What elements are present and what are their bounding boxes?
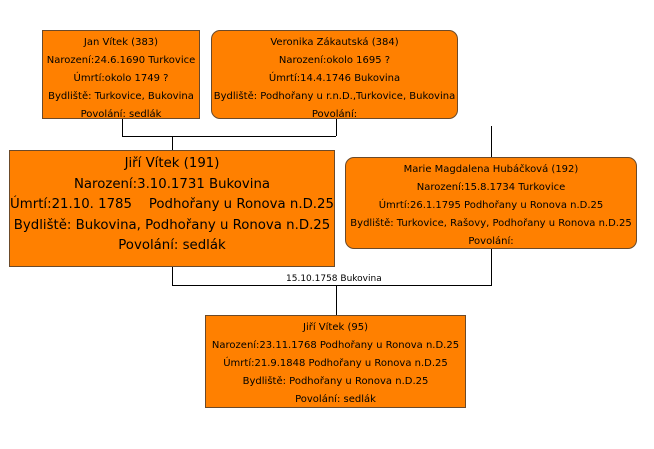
person-name: Veronika Zákautská (384) <box>270 37 399 48</box>
person-box-marie-magdalena-hubackova[interactable]: Marie Magdalena Hubáčková (192) Narození… <box>345 157 637 249</box>
person-residence: Bydliště: Turkovice, Rašovy, Podhořany u… <box>350 218 632 229</box>
person-occupation: Povolání: sedlák <box>118 238 226 253</box>
person-birth: Narození:okolo 1695 ? <box>278 55 391 66</box>
person-occupation: Povolání: <box>468 236 514 247</box>
person-name: Jiří Vítek (191) <box>124 156 220 171</box>
person-death: Úmrtí:26.1.1795 Podhořany u Ronova n.D.2… <box>378 200 604 211</box>
parents-connector-horizontal <box>172 285 492 286</box>
grandparents-connector-horizontal <box>122 136 336 137</box>
person-name: Jiří Vítek (95) <box>303 322 368 333</box>
grandmother-connector-vertical <box>336 118 337 136</box>
person-death: Úmrtí:21.10. 1785 Podhořany u Ronova n.D… <box>10 197 334 212</box>
person-birth: Narození:3.10.1731 Bukovina <box>73 176 271 192</box>
parents-to-child-connector <box>336 285 337 315</box>
person-occupation: Povolání: sedlák <box>80 109 162 120</box>
mother-connector-vertical <box>491 249 492 285</box>
grandfather-connector-vertical <box>122 118 123 136</box>
person-occupation: Povolání: sedlák <box>295 394 376 405</box>
person-residence: Bydliště: Turkovice, Bukovina <box>48 91 194 102</box>
person-name: Jan Vítek (383) <box>83 37 159 48</box>
person-box-jan-vitek[interactable]: Jan Vítek (383) Narození:24.6.1690 Turko… <box>42 30 200 120</box>
person-birth: Narození:23.11.1768 Podhořany u Ronova n… <box>211 340 460 351</box>
person-box-jiri-vitek-191[interactable]: Jiří Vítek (191) Narození:3.10.1731 Buko… <box>9 150 335 267</box>
person-residence: Bydliště: Podhořany u r.n.D.,Turkovice, … <box>213 91 456 102</box>
person-residence: Bydliště: Podhořany u Ronova n.D.25 <box>242 376 429 387</box>
person-death: Úmrtí:21.9.1848 Podhořany u Ronova n.D.2… <box>223 358 448 369</box>
person-box-veronika-zakautska[interactable]: Veronika Zákautská (384) Narození:okolo … <box>211 30 458 120</box>
father-connector-vertical <box>172 266 173 285</box>
marriage-label: 15.10.1758 Bukovina <box>286 274 382 285</box>
person-death: Úmrtí:okolo 1749 ? <box>73 73 169 84</box>
person-residence: Bydliště: Bukovina, Podhořany u Ronova n… <box>13 217 331 233</box>
person-occupation: Povolání: <box>311 109 358 120</box>
person-birth: Narození:15.8.1734 Turkovice <box>416 182 566 193</box>
top-right-branch-connector <box>491 126 492 158</box>
person-box-jiri-vitek-95[interactable]: Jiří Vítek (95) Narození:23.11.1768 Podh… <box>205 315 466 408</box>
person-death: Úmrtí:14.4.1746 Bukovina <box>268 73 401 84</box>
grandparents-to-father-connector <box>172 136 173 150</box>
person-name: Marie Magdalena Hubáčková (192) <box>403 164 579 175</box>
person-birth: Narození:24.6.1690 Turkovice <box>46 55 196 66</box>
